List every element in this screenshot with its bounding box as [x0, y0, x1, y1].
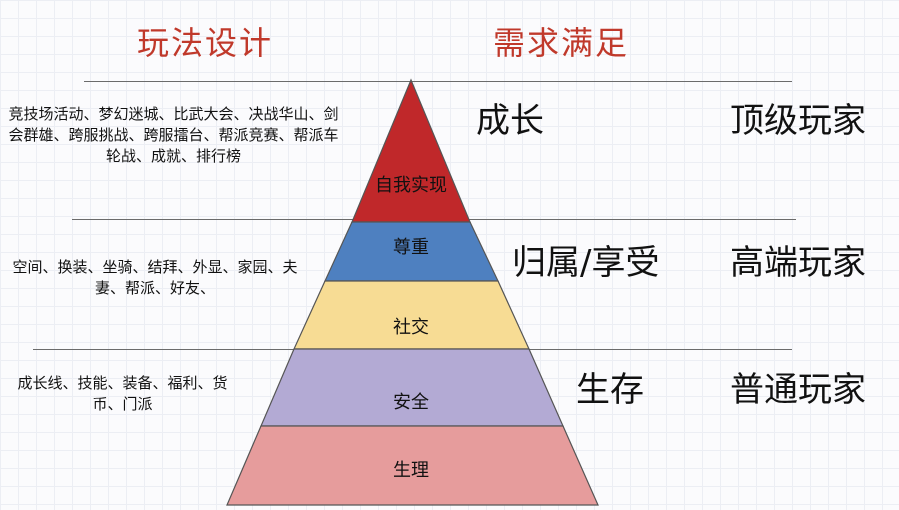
gameplay-design-header: 玩法设计 [137, 24, 274, 62]
player-high: 高端玩家 [730, 243, 866, 283]
player-normal: 普通玩家 [730, 370, 866, 410]
layer-self-actualization [351, 78, 471, 223]
need-belonging: 归属/享受 [512, 243, 660, 283]
need-growth: 成长 [476, 101, 544, 141]
need-survival: 生存 [576, 370, 644, 410]
belonging-gameplay-list: 空间、换装、坐骑、结拜、外显、家园、夫妻、帮派、好友、 [12, 258, 298, 297]
layer-label-social: 社交 [393, 317, 429, 338]
layer-label-self-actualization: 自我实现 [375, 175, 447, 196]
player-top: 顶级玩家 [730, 101, 866, 141]
growth-gameplay-list: 竞技场活动、梦幻迷城、比武大会、决战华山、剑会群雄、跨服挑战、跨服擂台、帮派竞赛… [8, 105, 339, 165]
layer-label-safety: 安全 [393, 392, 429, 413]
layer-label-esteem: 尊重 [393, 237, 429, 258]
layer-label-physiological: 生理 [393, 460, 429, 481]
needs-satisfaction-header: 需求满足 [493, 24, 630, 62]
layer-physiological [226, 425, 599, 506]
divider-top [84, 81, 792, 82]
survival-gameplay-list: 成长线、技能、装备、福利、货币、门派 [17, 374, 228, 413]
